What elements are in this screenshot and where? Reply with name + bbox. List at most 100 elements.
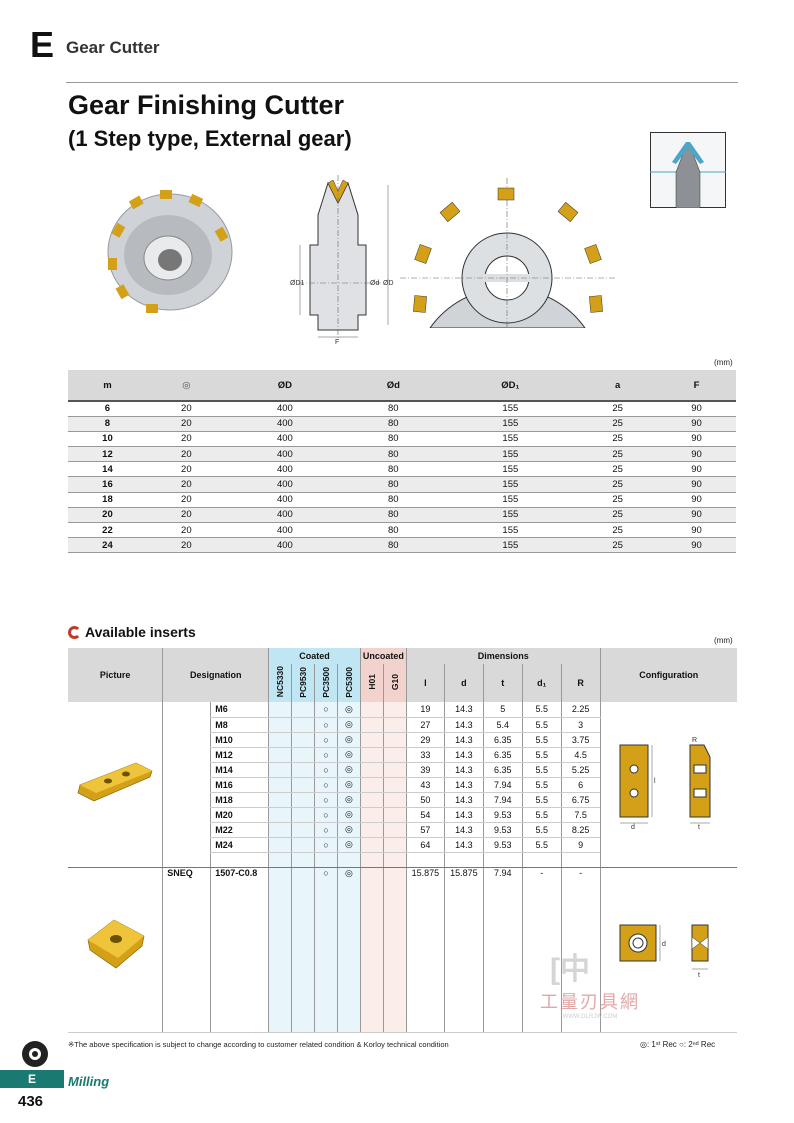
spec-cell: 25: [578, 416, 658, 432]
col-coated: Coated: [268, 648, 361, 664]
col-od: ØD: [225, 370, 345, 402]
inserts-unit: (mm): [714, 636, 733, 645]
f-label: F: [335, 339, 339, 345]
spec-cell: 20: [68, 507, 147, 524]
page-subtitle: (1 Step type, External gear): [68, 126, 352, 151]
dim-r-cell: 5.25: [560, 762, 601, 778]
spec-cell: 90: [657, 461, 736, 478]
grade-nc5330-cell: [268, 717, 292, 733]
spacer-cell: [482, 852, 523, 868]
grade-pc3500-cell: ○: [314, 747, 338, 763]
designation-cell: M10: [210, 732, 269, 748]
watermark-logo-icon: [中: [550, 953, 590, 986]
dim-d-cell: 14.3: [443, 822, 484, 838]
dim-l-cell: 15.875: [405, 867, 445, 1033]
spec-cell: 80: [344, 431, 443, 448]
spec-cell: 80: [344, 522, 443, 539]
dim-d1-cell: 5.5: [521, 747, 562, 763]
spec-cell: 80: [344, 401, 443, 417]
grade-h01-cell: [359, 807, 384, 823]
designation-cell: M8: [210, 717, 269, 733]
grade-g10-cell: [382, 822, 407, 838]
grade-pc3500: PC3500: [321, 666, 332, 698]
col-picture: Picture: [68, 648, 163, 702]
designation-cell: 1507-C0.8: [210, 867, 269, 1033]
spacer-cell: [443, 852, 484, 868]
dim-l-cell: 57: [405, 822, 445, 838]
spec-cell: 400: [225, 507, 345, 524]
grade-pc3500-cell: ○: [314, 837, 338, 853]
grade-h01-cell: [359, 747, 384, 763]
grade-pc3500-cell: ○: [314, 822, 338, 838]
designation-cell: M18: [210, 792, 269, 808]
dim-d1: d₁: [521, 664, 562, 702]
grade-pc5300: PC5300: [343, 666, 354, 698]
grade-nc5330-cell: [268, 702, 292, 718]
dim-l-cell: 27: [405, 717, 445, 733]
spec-cell: 25: [578, 537, 658, 554]
spacer-cell: [291, 852, 315, 868]
spec-cell: 20: [146, 431, 226, 448]
dim-d1-cell: -: [521, 867, 562, 1033]
spec-cell: 90: [657, 492, 736, 508]
spec-cell: 20: [146, 446, 226, 463]
recommendation-legend: ◎: 1ˢᵗ Rec ○: 2ⁿᵈ Rec: [640, 1040, 716, 1049]
spec-cell: 155: [442, 461, 579, 478]
spec-cell: 80: [344, 461, 443, 478]
grade-pc3500-cell: ○: [314, 762, 338, 778]
dim-r-cell: 2.25: [560, 702, 601, 718]
dim-t-cell: 7.94: [482, 792, 523, 808]
grade-g10-cell: [382, 702, 407, 718]
spacer-cell: [382, 852, 407, 868]
spec-cell: 12: [68, 446, 147, 463]
col-m: m: [68, 370, 147, 402]
grade-g10-cell: [382, 747, 407, 763]
col-dimensions: Dimensions: [405, 648, 601, 664]
spec-cell: 155: [442, 416, 579, 432]
dim-t-cell: 9.53: [482, 807, 523, 823]
spec-cell: 25: [578, 476, 658, 493]
page-title: Gear Finishing Cutter: [68, 90, 345, 120]
arrow-circle-icon: [68, 625, 81, 639]
dim-t-cell: 5: [482, 702, 523, 718]
inserts-heading-text: Available inserts: [85, 624, 196, 640]
dim-d1-cell: 5.5: [521, 807, 562, 823]
grade-pc3500-cell: ○: [314, 807, 338, 823]
spec-cell: 90: [657, 522, 736, 539]
config-l-label: l: [654, 778, 656, 785]
dim-d1-cell: 5.5: [521, 777, 562, 793]
side-tab[interactable]: E: [0, 1070, 64, 1088]
grade-pc5300-cell: ◎: [337, 807, 361, 823]
spacer-cell: [268, 852, 292, 868]
dim-t-cell: 5.4: [482, 717, 523, 733]
grade-pc3500-cell: ○: [314, 777, 338, 793]
dim-l-cell: 33: [405, 747, 445, 763]
dim-r: R: [560, 664, 601, 702]
grade-h01-cell: [359, 822, 384, 838]
grade-pc5300-cell: ◎: [337, 747, 361, 763]
dim-l-cell: 19: [405, 702, 445, 718]
grade-h01-cell: [359, 792, 384, 808]
spec-cell: 90: [657, 401, 736, 417]
dim-d1-cell: 5.5: [521, 732, 562, 748]
grade-pc3500-cell: ○: [314, 702, 338, 718]
spec-cell: 400: [225, 446, 345, 463]
spec-cell: 80: [344, 446, 443, 463]
spec-cell: 20: [146, 461, 226, 478]
grade-pc9530-cell: [291, 777, 315, 793]
grade-pc5300-cell: ◎: [337, 717, 361, 733]
grade-pc5300-cell: ◎: [337, 792, 361, 808]
dim-r-cell: 7.5: [560, 807, 601, 823]
insert-m-picture: [77, 762, 153, 802]
grade-pc9530-cell: [291, 702, 315, 718]
dim-d1-cell: 5.5: [521, 762, 562, 778]
spec-cell: 22: [68, 522, 147, 539]
odd-label: Ød: [370, 280, 379, 287]
od1-label: ØD1: [290, 280, 305, 287]
spec-cell: 400: [225, 537, 345, 554]
